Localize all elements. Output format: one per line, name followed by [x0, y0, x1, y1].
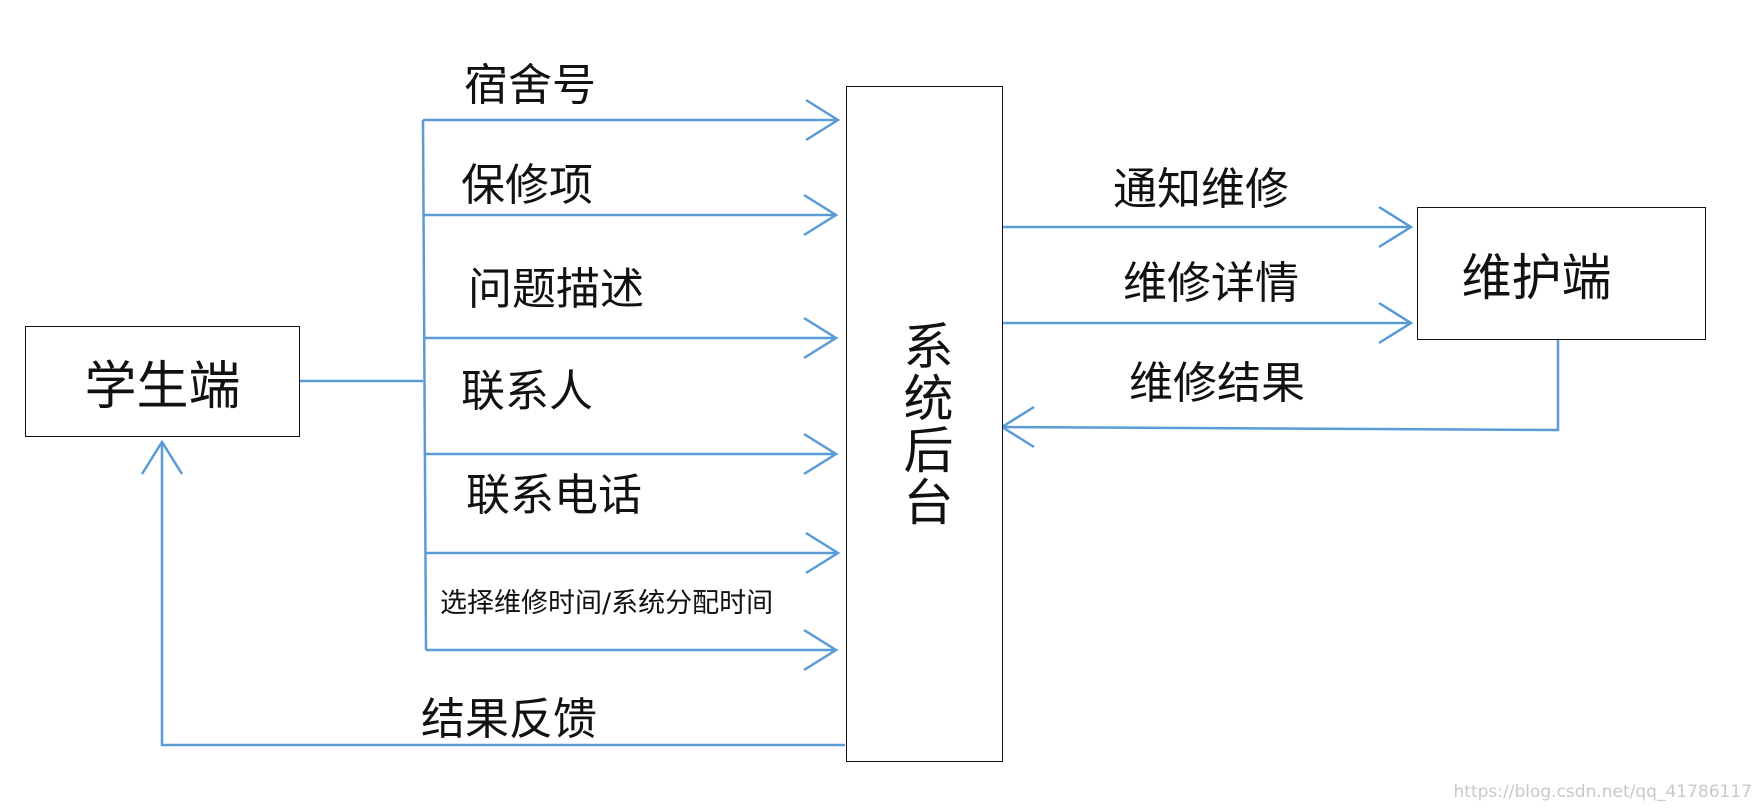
backend-node: 系统后台 — [846, 86, 1003, 762]
arrowhead-contact-phone — [805, 531, 841, 575]
student-node-label: 学生端 — [84, 357, 241, 417]
trunk-line — [421, 119, 428, 651]
student-node: 学生端 — [25, 326, 300, 437]
label-notify-repair: 通知维修 — [1113, 164, 1289, 215]
label-contact-phone: 联系电话 — [466, 470, 642, 521]
arrowhead-dorm-number — [805, 98, 841, 142]
arrowhead-repair-details — [1378, 301, 1414, 345]
arrowhead-repair-time — [803, 628, 839, 672]
label-dorm-number: 宿舍号 — [464, 60, 596, 111]
arrowhead-repair-item — [803, 193, 839, 237]
label-problem-description: 问题描述 — [468, 264, 644, 315]
arrowhead-contact-person — [803, 432, 839, 476]
label-repair-result: 维修结果 — [1129, 358, 1305, 409]
arrow-repair-result — [1001, 340, 1560, 432]
label-repair-details: 维修详情 — [1123, 258, 1299, 309]
label-result-feedback: 结果反馈 — [421, 694, 597, 745]
backend-node-label: 系统后台 — [895, 320, 954, 528]
maintenance-node-label: 维护端 — [1461, 248, 1612, 307]
maintenance-node: 维护端 — [1417, 207, 1706, 340]
arrow-result-feedback — [160, 442, 845, 747]
label-repair-item: 保修项 — [461, 160, 593, 211]
arrowhead-problem-description — [803, 316, 839, 360]
arrowhead-result-feedback — [140, 439, 184, 475]
label-contact-person: 联系人 — [461, 366, 593, 417]
watermark: https://blog.csdn.net/qq_41786117 — [1453, 782, 1752, 802]
label-repair-time: 选择维修时间/系统分配时间 — [440, 588, 774, 619]
arrowhead-notify-repair — [1378, 205, 1414, 249]
